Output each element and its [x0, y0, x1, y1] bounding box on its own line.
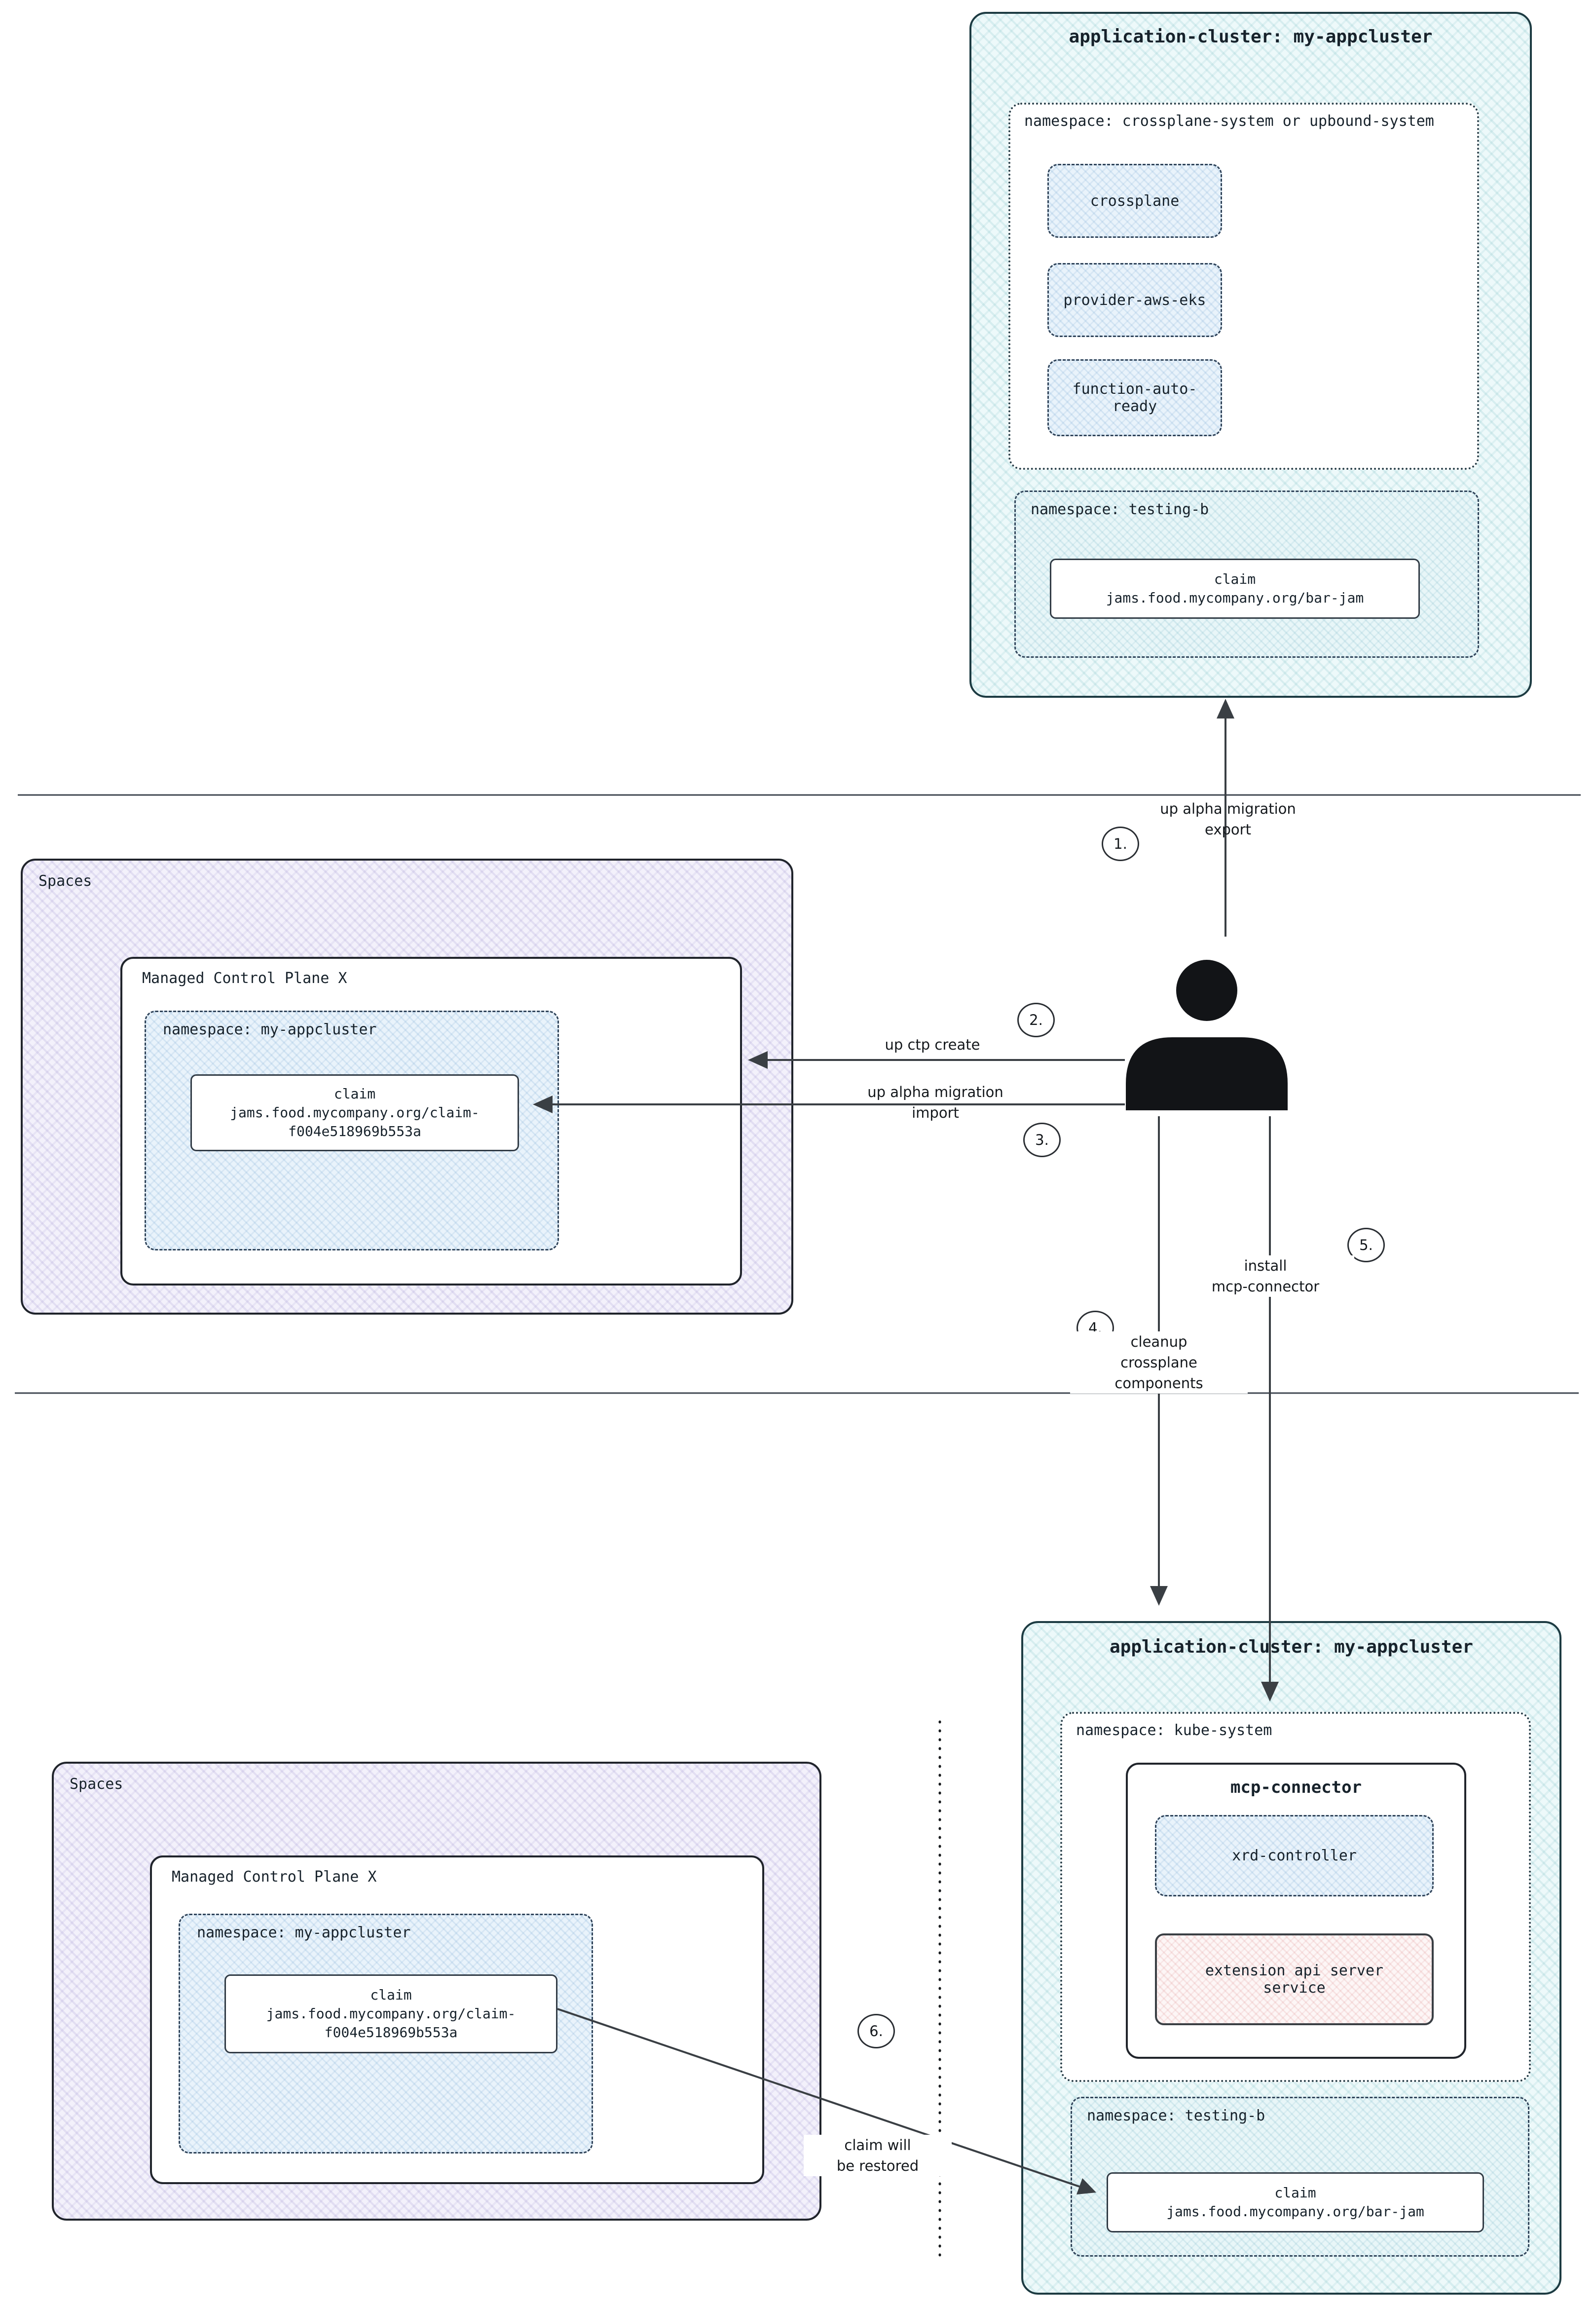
ns-kube-system-box: namespace: kube-system mcp-connector xrd… — [1060, 1712, 1531, 2082]
claim-name-top: jams.food.mycompany.org/bar-jam — [1106, 590, 1364, 606]
claim-box-before: claim jams.food.mycompany.org/claim- f00… — [190, 1074, 519, 1151]
claim-name-after: jams.food.mycompany.org/claim- f004e5189… — [266, 2005, 516, 2041]
claim-title-before: claim — [334, 1086, 376, 1102]
bottom-cluster-title: application-cluster: my-appcluster — [1110, 1637, 1473, 1657]
claim-box-top: claim jams.food.mycompany.org/bar-jam — [1050, 559, 1420, 619]
ns-my-appcluster-box-before: namespace: my-appcluster claim jams.food… — [145, 1011, 559, 1250]
step-2-badge: 2. — [1017, 1003, 1055, 1037]
arrow-step-4-head — [1150, 1586, 1168, 1606]
step-6-label: claim will be restored — [804, 2135, 952, 2177]
ns-testing-b-box-top: namespace: testing-b claim jams.food.myc… — [1014, 491, 1479, 658]
step-3-label: up alpha migration import — [867, 1084, 1003, 1122]
ns-my-appcluster-box-after: namespace: my-appcluster claim jams.food… — [179, 1914, 593, 2154]
ns-testing-b-label-bottom: namespace: testing-b — [1087, 2107, 1265, 2124]
ns-crossplane-system-box: namespace: crossplane-system or upbound-… — [1008, 103, 1479, 470]
component-crossplane: crossplane — [1047, 164, 1222, 238]
step-1-label: up alpha migration export — [1160, 800, 1296, 838]
step-4-label: cleanup crossplane components — [1070, 1331, 1248, 1394]
top-cluster-title: application-cluster: my-appcluster — [1069, 27, 1433, 47]
bottom-application-cluster-box: application-cluster: my-appcluster names… — [1021, 1621, 1561, 2295]
step-2-label: up ctp create — [885, 1036, 980, 1053]
mcp-box-before: Managed Control Plane X namespace: my-ap… — [120, 957, 742, 1285]
spaces-title-after: Spaces — [70, 1776, 123, 1793]
step-5-label: install mcp-connector — [1177, 1255, 1354, 1297]
component-function-auto-ready: function-auto- ready — [1047, 359, 1222, 436]
mcp-connector-title: mcp-connector — [1230, 1777, 1362, 1797]
step-6-badge: 6. — [857, 2014, 895, 2048]
top-application-cluster-box: application-cluster: my-appcluster names… — [969, 12, 1532, 698]
ns-crossplane-system-label: namespace: crossplane-system or upbound-… — [1024, 113, 1434, 130]
mcp-title-before: Managed Control Plane X — [142, 970, 347, 987]
spaces-box-before: Spaces Managed Control Plane X namespace… — [21, 859, 793, 1315]
claim-title-bottom: claim — [1274, 2185, 1316, 2201]
component-provider-aws-eks: provider-aws-eks — [1047, 263, 1222, 337]
ns-testing-b-label-top: namespace: testing-b — [1031, 501, 1209, 518]
ns-my-appcluster-label-before: namespace: my-appcluster — [163, 1021, 377, 1038]
step-1-badge: 1. — [1102, 827, 1139, 861]
claim-name-bottom: jams.food.mycompany.org/bar-jam — [1166, 2203, 1424, 2220]
mcp-box-after: Managed Control Plane X namespace: my-ap… — [150, 1855, 764, 2184]
ns-kube-system-label: namespace: kube-system — [1076, 1722, 1272, 1739]
mcp-connector-box: mcp-connector xrd-controller extension a… — [1126, 1763, 1466, 2059]
claim-box-bottom: claim jams.food.mycompany.org/bar-jam — [1107, 2172, 1484, 2232]
claim-box-after: claim jams.food.mycompany.org/claim- f00… — [224, 1974, 557, 2053]
arrow-step-1-head — [1217, 699, 1234, 718]
xrd-controller-box: xrd-controller — [1155, 1815, 1434, 1896]
extension-api-server-box: extension api server service — [1155, 1933, 1434, 2025]
mcp-title-after: Managed Control Plane X — [172, 1868, 377, 1886]
spaces-title-before: Spaces — [38, 872, 92, 890]
person-icon — [1126, 960, 1288, 1110]
step-3-badge: 3. — [1023, 1123, 1061, 1157]
spaces-box-after: Spaces Managed Control Plane X namespace… — [52, 1762, 821, 2221]
claim-title-after: claim — [370, 1987, 412, 2004]
ns-testing-b-box-bottom: namespace: testing-b claim jams.food.myc… — [1071, 2097, 1529, 2257]
ns-my-appcluster-label-after: namespace: my-appcluster — [197, 1924, 411, 1941]
claim-name-before: jams.food.mycompany.org/claim- f004e5189… — [230, 1104, 480, 1139]
claim-title-top: claim — [1214, 571, 1256, 588]
